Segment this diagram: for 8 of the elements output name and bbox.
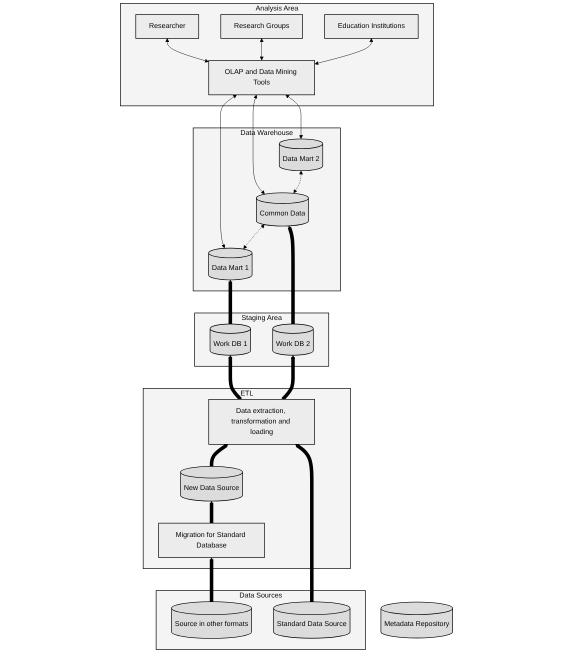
arrow [210,557,214,602]
arrow [288,226,295,324]
arrow [228,280,232,324]
arrow [228,355,242,401]
arrow [295,444,314,602]
arrow [281,355,295,401]
arrow [210,444,228,466]
arrow [210,500,214,524]
